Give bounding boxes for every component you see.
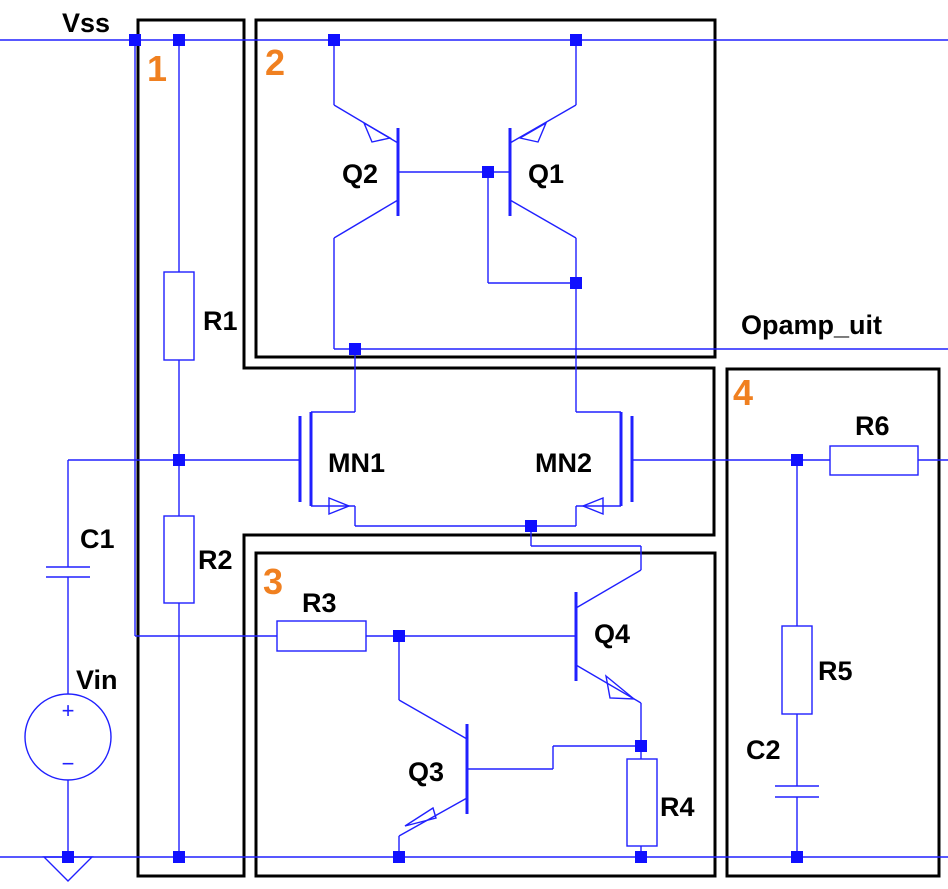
q1-emitter-arrow [518, 121, 548, 143]
power-rails [0, 39, 948, 858]
label-r3: R3 [302, 588, 337, 618]
vin-minus-sign: − [62, 751, 75, 776]
label-r2: R2 [198, 545, 233, 575]
input-stage: + − [24, 460, 112, 882]
q3-emitter-arrow [404, 806, 437, 827]
block-number-1: 1 [147, 48, 167, 89]
block-number-3: 3 [263, 561, 283, 602]
label-vin: Vin [76, 665, 118, 695]
differential-pair [298, 349, 830, 547]
label-vss: Vss [62, 8, 110, 38]
label-opamp-out: Opamp_uit [741, 310, 882, 340]
label-r5: R5 [818, 656, 853, 686]
label-r1: R1 [203, 306, 238, 336]
resistor-r3 [276, 620, 367, 652]
label-q3: Q3 [408, 757, 444, 787]
vin-plus-sign: + [62, 698, 75, 723]
q2-emitter-arrow [362, 121, 392, 143]
block-outlines [136, 18, 941, 878]
current-mirror [333, 40, 577, 412]
label-q1: Q1 [528, 159, 564, 189]
bias-divider [68, 40, 300, 857]
block-1-outline [136, 18, 716, 878]
resistor-r1 [163, 271, 195, 361]
resistor-r2 [163, 515, 195, 604]
resistor-r6 [829, 445, 919, 476]
block-2-outline [254, 18, 717, 359]
resistor-r4 [626, 758, 658, 847]
junction-nodes [62, 34, 803, 863]
mn2-source-arrow [581, 496, 604, 516]
label-mn1: MN1 [328, 448, 385, 478]
block-number-2: 2 [265, 42, 285, 83]
block-4-outline [725, 367, 941, 878]
q4-emitter-arrow [604, 674, 637, 700]
label-c1: C1 [80, 524, 115, 554]
block-3-outline [254, 551, 717, 878]
label-q2: Q2 [342, 159, 378, 189]
label-q4: Q4 [594, 619, 630, 649]
label-r6: R6 [855, 411, 890, 441]
label-c2: C2 [746, 735, 781, 765]
resistor-r5 [781, 625, 813, 715]
label-mn2: MN2 [535, 448, 592, 478]
output-filter [775, 445, 948, 857]
block-number-4: 4 [733, 372, 753, 413]
mn1-source-arrow [328, 496, 351, 516]
label-r4: R4 [660, 792, 695, 822]
